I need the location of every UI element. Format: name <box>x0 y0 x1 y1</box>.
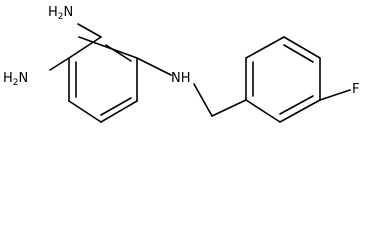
aminophenyl-ring <box>68 36 138 123</box>
bond-nh-to-ch2 <box>193 83 213 117</box>
ring-bond <box>279 99 321 123</box>
substituent-bonds <box>49 23 351 117</box>
ring-double-bond <box>283 44 314 63</box>
atom-labels: H2N H2N NH F <box>3 5 359 97</box>
ring-bond <box>283 36 321 59</box>
bond-ch2-to-phenyl <box>211 99 247 117</box>
ring-double-bond <box>279 95 314 115</box>
ring-bond <box>245 36 285 59</box>
fluorophenyl-ring <box>245 36 321 123</box>
bond-ring-to-nh <box>136 57 172 76</box>
bond-phenyl-to-fluorine <box>319 89 351 101</box>
secondary-amine-label: NH <box>171 71 191 86</box>
bond-ring-to-amine-top <box>77 23 102 38</box>
ring-bond <box>68 36 102 59</box>
bond-ring-to-amine-left <box>49 57 70 71</box>
ring-double-bond <box>100 97 132 116</box>
chemical-structure: H2N H2N NH F <box>3 5 359 123</box>
ring-bond <box>245 99 281 123</box>
ring-bond <box>100 100 138 123</box>
fluorine-label: F <box>352 82 359 97</box>
amine-left-label: H2N <box>3 71 28 88</box>
ring-double-bond <box>105 44 132 62</box>
ring-bond <box>68 100 102 123</box>
ring-bond <box>78 36 138 59</box>
amine-top-label: H2N <box>48 5 73 22</box>
